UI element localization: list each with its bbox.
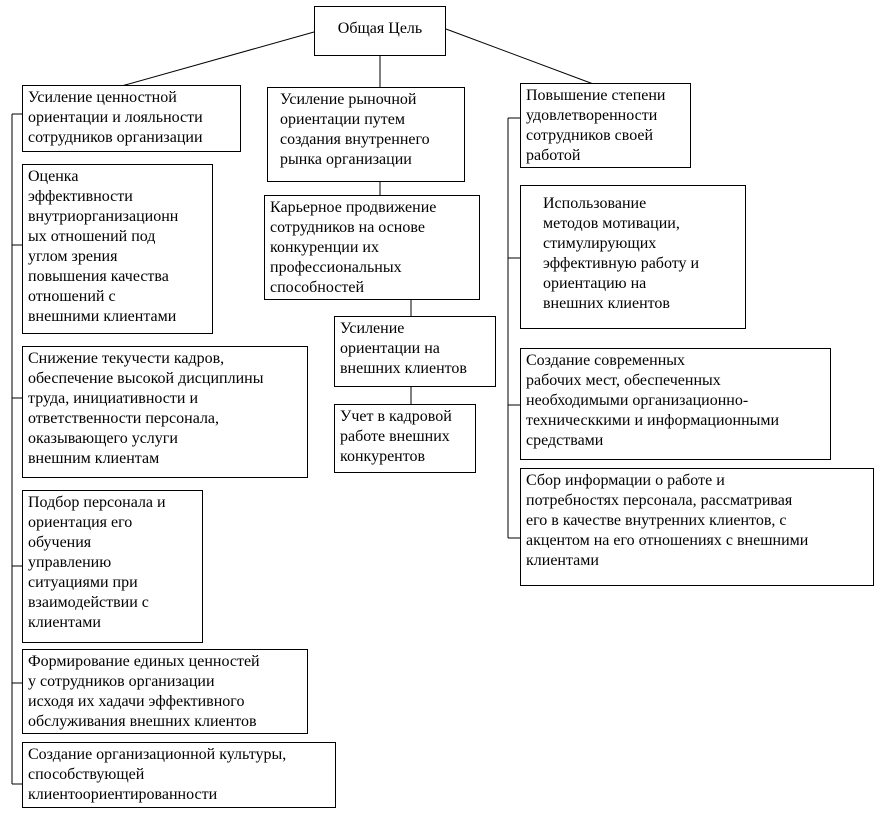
left-item-3-line-7: клиентами: [28, 614, 101, 631]
center-item-1-line-5: способностей: [270, 279, 365, 296]
right-item-1-line-3: стимулирующих: [543, 235, 657, 252]
center-item-1: Карьерное продвижение сотрудников на осно…: [264, 195, 480, 300]
center-item-1-line-4: профессиональных: [270, 259, 402, 276]
center-item-1-line-3: конкуренции их: [270, 239, 379, 256]
left-item-5-line-2: способствующей: [28, 766, 145, 783]
right-item-3-line-5: клиентами: [526, 552, 599, 569]
left-item-2-line-3: труда, инициативности и: [28, 390, 198, 407]
left-item-2-line-6: внешним клиентам: [28, 450, 160, 467]
left-item-2-line-4: ответственности персонала,: [28, 410, 220, 427]
right-item-3-line-2: потребностях персонала, рассматривая: [526, 492, 793, 509]
center-branch-header-line-1: Усиление рыночной: [280, 91, 417, 108]
right-item-1-line-1: Использование: [543, 195, 647, 212]
left-item-5-line-1: Создание организационной культуры,: [28, 746, 287, 763]
right-item-1-line-5: ориентацию на: [543, 275, 647, 292]
center-branch-header-line-2: ориентации путем: [280, 111, 405, 128]
left-item-4-line-4: обслуживания внешних клиентов: [28, 713, 257, 730]
root-goal-box: Общая Цель: [314, 6, 446, 56]
connector-root-right: [445, 28, 597, 86]
root-goal-box-line-1: Общая Цель: [337, 20, 423, 37]
right-item-3-line-4: акцентом на его отношениях с внешними: [526, 532, 809, 549]
right-branch-header-line-2: удовлетворенности: [526, 107, 658, 124]
left-item-3-line-4: управлению: [28, 554, 112, 571]
center-item-2: Усиление ориентации на внешних клиентов: [334, 316, 496, 387]
left-item-3-line-3: обучения: [28, 534, 92, 551]
left-item-2-line-1: Снижение текучести кадров,: [28, 350, 225, 367]
left-item-4: Формирование единых ценностей у сотрудник…: [22, 649, 308, 734]
right-item-1: Использование методов мотивации, стимулиру…: [520, 185, 746, 329]
left-item-1-line-2: эффективности: [28, 188, 133, 205]
center-item-3-line-1: Учет в кадровой: [340, 408, 452, 425]
center-item-3-line-2: работе внешних: [340, 428, 450, 445]
right-branch-header-line-4: работой: [526, 147, 581, 164]
left-item-5-line-3: клиентоориентированности: [28, 786, 218, 803]
left-item-1-line-4: ых отношений под: [28, 228, 156, 245]
left-item-5: Создание организационной культуры, способ…: [22, 742, 336, 808]
left-item-1-line-7: отношений с: [28, 288, 116, 305]
left-item-1-line-8: внешними клиентами: [28, 308, 177, 325]
right-branch-header-line-1: Повышение степени: [526, 87, 666, 104]
left-branch-header: Усиление ценностной ориентации и лояльнос…: [22, 85, 241, 152]
center-branch-header-line-4: рынка организации: [280, 151, 412, 168]
right-item-2-line-5: средствами: [526, 432, 604, 449]
center-item-2-line-3: внешних клиентов: [340, 360, 467, 377]
left-item-1-line-3: внутриорганизационн: [28, 208, 179, 225]
center-item-1-line-2: сотрудников на основе: [270, 219, 425, 236]
left-item-1: Оценка эффективности внутриорганизационн ых…: [22, 164, 213, 334]
center-branch-header: Усиление рыночной ориентации путем создани…: [267, 87, 465, 182]
left-item-1-line-6: повышения качества: [28, 268, 169, 285]
left-item-2: Снижение текучести кадров, обеспечение вы…: [22, 346, 308, 478]
center-item-2-line-2: ориентации на: [340, 340, 440, 357]
center-branch-header-line-3: создания внутреннего: [280, 131, 430, 148]
left-item-3-line-2: ориентация его: [28, 514, 133, 531]
left-item-3-line-1: Подбор персонала и: [28, 494, 166, 511]
left-branch-header-line-2: ориентации и лояльности: [28, 109, 203, 126]
right-item-2-line-4: техническкими и информационными: [526, 412, 780, 429]
right-item-2: Создание современных рабочих мест, обеспе…: [520, 348, 831, 460]
left-item-4-line-2: у сотрудников организации: [28, 673, 215, 690]
left-branch-header-line-3: сотрудников организации: [28, 129, 203, 146]
right-item-2-line-3: необходимыми организационно-: [526, 392, 749, 409]
center-item-1-line-1: Карьерное продвижение: [270, 199, 437, 216]
right-item-3-line-3: его в качестве внутренних клиентов, с: [526, 512, 787, 529]
right-item-2-line-2: рабочих мест, обеспеченных: [526, 372, 721, 389]
left-item-3: Подбор персонала и ориентация его обучения…: [22, 490, 203, 643]
connector-root-left: [117, 31, 315, 88]
center-item-3-line-3: конкурентов: [340, 448, 426, 465]
left-item-1-line-1: Оценка: [28, 168, 79, 185]
right-branch-header: Повышение степени удовлетворенности сотруд…: [520, 83, 691, 168]
right-branch-header-line-3: сотрудников своей: [526, 127, 654, 144]
right-item-3: Сбор информации о работе и потребностях п…: [520, 468, 874, 586]
center-item-2-line-1: Усиление: [340, 320, 405, 337]
right-item-1-line-6: внешних клиентов: [543, 295, 670, 312]
left-item-4-line-1: Формирование единых ценностей: [28, 653, 260, 670]
left-item-2-line-5: оказывающего услуги: [28, 430, 178, 447]
right-item-2-line-1: Создание современных: [526, 352, 686, 369]
right-item-3-line-1: Сбор информации о работе и: [526, 472, 725, 489]
left-item-4-line-3: исходя их хадачи эффективного: [28, 693, 245, 710]
left-item-1-line-5: углом зрения: [28, 248, 118, 265]
right-item-1-line-2: методов мотивации,: [543, 215, 680, 232]
left-item-3-line-6: взаимодействии с: [28, 594, 149, 611]
center-item-3: Учет в кадровой работе внешних конкурентов: [334, 404, 476, 473]
left-item-3-line-5: ситуациями при: [28, 574, 138, 591]
left-item-2-line-2: обеспечение высокой дисциплины: [28, 370, 264, 387]
right-item-1-line-4: эффективную работу и: [543, 255, 700, 272]
left-branch-header-line-1: Усиление ценностной: [28, 89, 177, 106]
